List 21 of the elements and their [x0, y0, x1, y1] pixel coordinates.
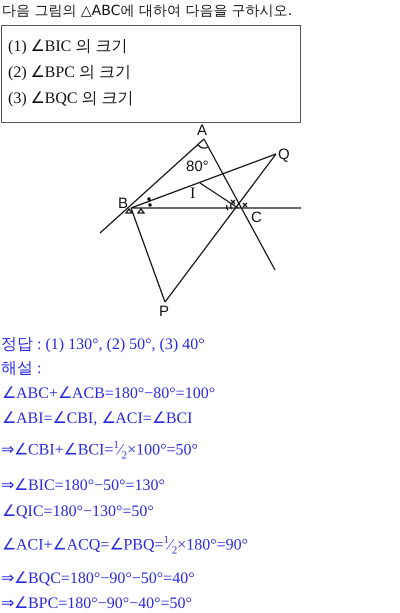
point-label: Q: [278, 147, 290, 162]
question-text: 다음 그림의 △ABC에 대하여 다음을 구하시오.: [2, 4, 292, 18]
solution-line: ⇒∠CBI+∠BCI=$^{1}$⁄$_{2}$×100°=50°: [1, 440, 198, 462]
question-item: (1) ∠BIC 의 크기: [8, 39, 128, 55]
solution-line: ⇒∠BIC=180°−50°=130°: [1, 478, 165, 494]
point-label: I: [190, 186, 196, 202]
question-item: (2) ∠BPC 의 크기: [8, 65, 131, 81]
solution-line: ∠ACI+∠ACQ=∠PBQ=$^{1}$⁄$_{2}$×180°=90°: [2, 535, 248, 557]
answer-text: 정답 : (1) 130°, (2) 50°, (3) 40°: [1, 337, 205, 353]
solution-line: ∠ABI=∠CBI, ∠ACI=∠BCI: [2, 411, 192, 427]
point-label: B: [118, 196, 128, 211]
solution-line: ∠QIC=180°−130°=50°: [2, 504, 154, 520]
point-label: C: [251, 210, 262, 225]
point-label: A: [197, 123, 208, 138]
solution-line: ∠ABC+∠ACB=180°−80°=100°: [2, 386, 216, 402]
solution-line: ⇒∠BPC=180°−90°−40°=50°: [1, 596, 192, 612]
solution-heading: 해설 :: [1, 361, 42, 377]
solution-line: ⇒∠BQC=180°−90°−50°=40°: [1, 571, 195, 587]
question-item: (3) ∠BQC 의 크기: [8, 91, 134, 107]
angle-label: 80°: [186, 159, 209, 174]
point-label: P: [159, 304, 170, 319]
